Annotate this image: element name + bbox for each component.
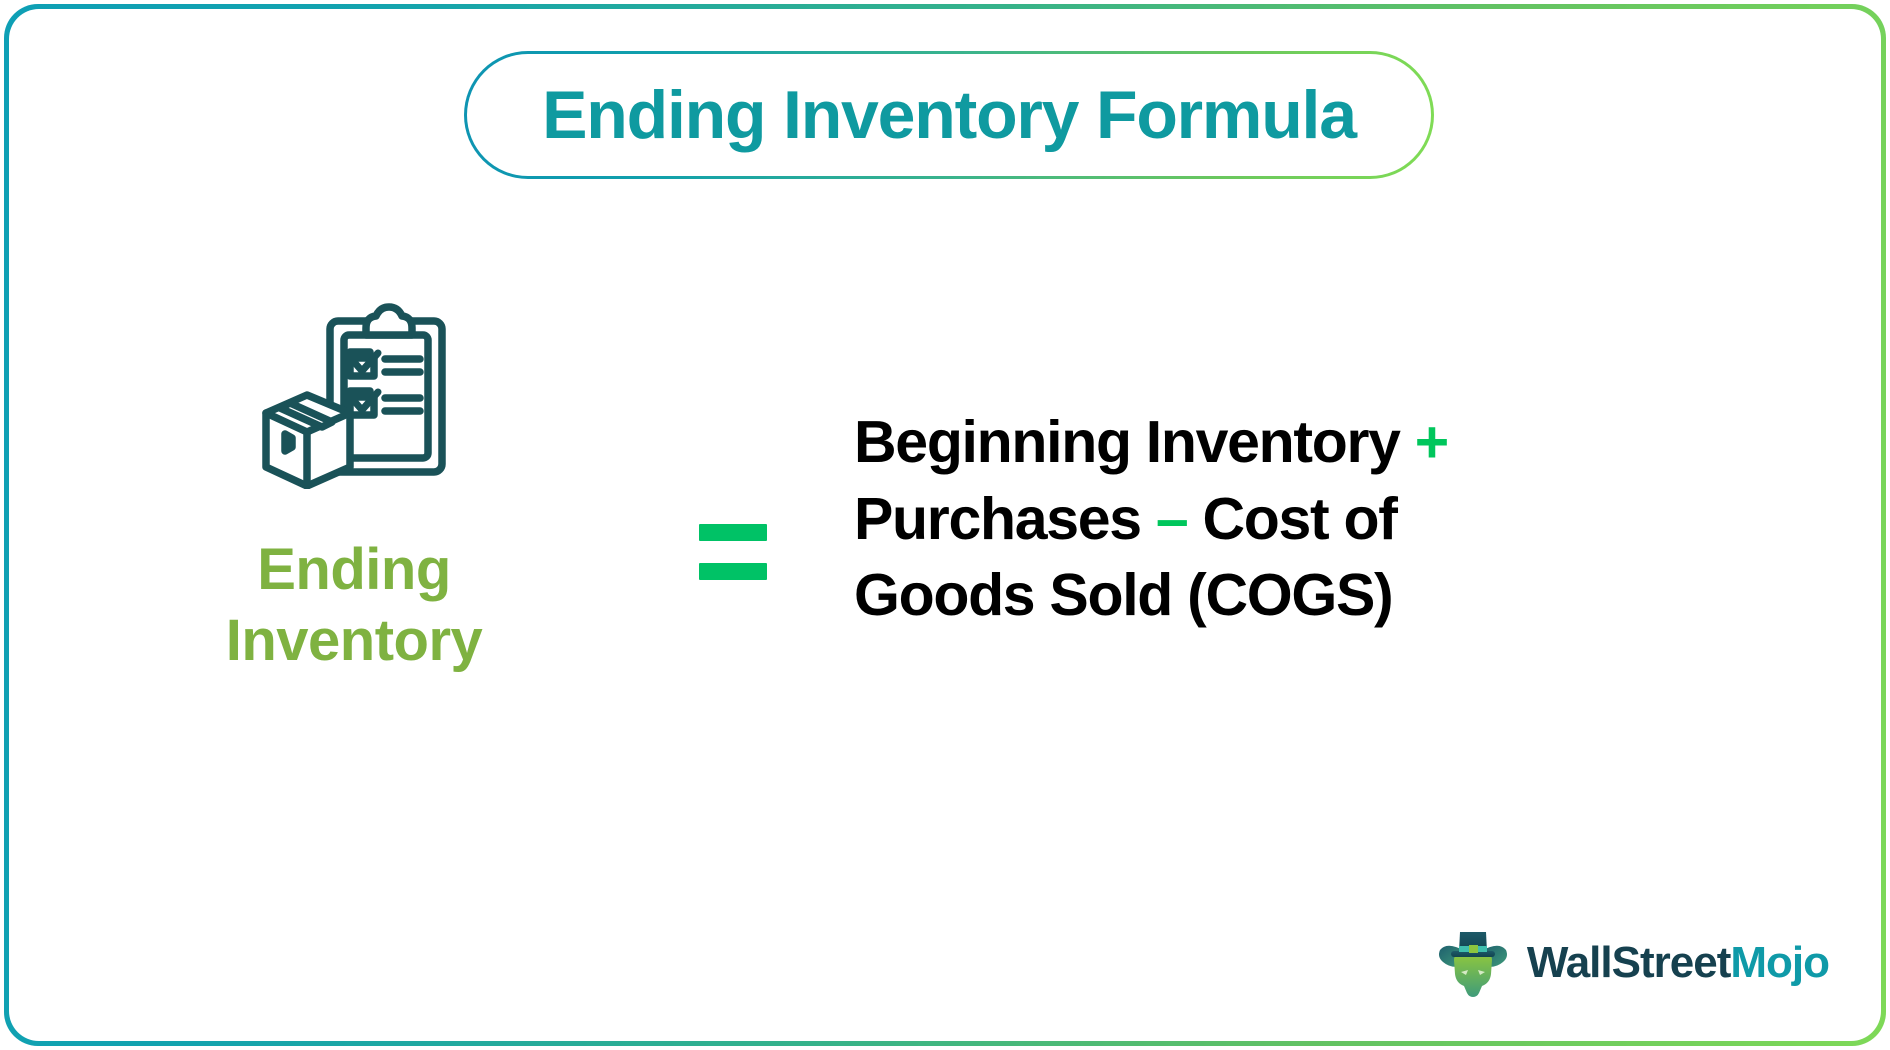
bull-with-top-hat-logo-icon [1438,932,1507,997]
formula-term-beginning-inventory: Beginning Inventory [854,409,1401,475]
ending-inventory-label-line2: Inventory [225,607,483,673]
plus-operator-icon: + [1414,409,1449,475]
title-pill: Ending Inventory Formula [467,54,1431,176]
title-pill-border: Ending Inventory Formula [464,51,1434,179]
equals-sign-icon [699,524,767,580]
equals-bar-bottom [699,563,767,580]
ending-inventory-label-line1: Ending [257,537,451,602]
infographic-card: Ending Inventory Formula [4,4,1886,1046]
clipboard-checklist-and-box-icon [262,303,446,489]
formula-term-cogs: Goods Sold (COGS) [854,562,1394,629]
brand-name-part1: WallStreet [1526,938,1732,987]
wallstreetmojo-logo[interactable]: WallStreetMojo [1435,925,1830,1001]
page-title: Ending Inventory Formula [542,77,1357,153]
card-inner-surface: Ending Inventory Formula [9,9,1881,1041]
ending-inventory-term: Ending Inventory [189,299,519,677]
formula-line-2: Purchases – Cost of [854,481,1634,558]
formula-term-cost-of-part1: Cost of [1202,485,1397,552]
minus-operator-icon: – [1155,485,1189,552]
formula-expression: Beginning Inventory + Purchases – Cost o… [854,404,1634,634]
formula-line-1: Beginning Inventory + [854,404,1634,481]
formula-term-purchases: Purchases [854,485,1142,552]
formula-line-3: Goods Sold (COGS) [854,557,1634,634]
brand-name-part2: Mojo [1730,938,1830,987]
equals-bar-top [699,524,767,541]
ending-inventory-label: Ending Inventory [189,535,519,677]
brand-name: WallStreetMojo [1526,938,1830,987]
